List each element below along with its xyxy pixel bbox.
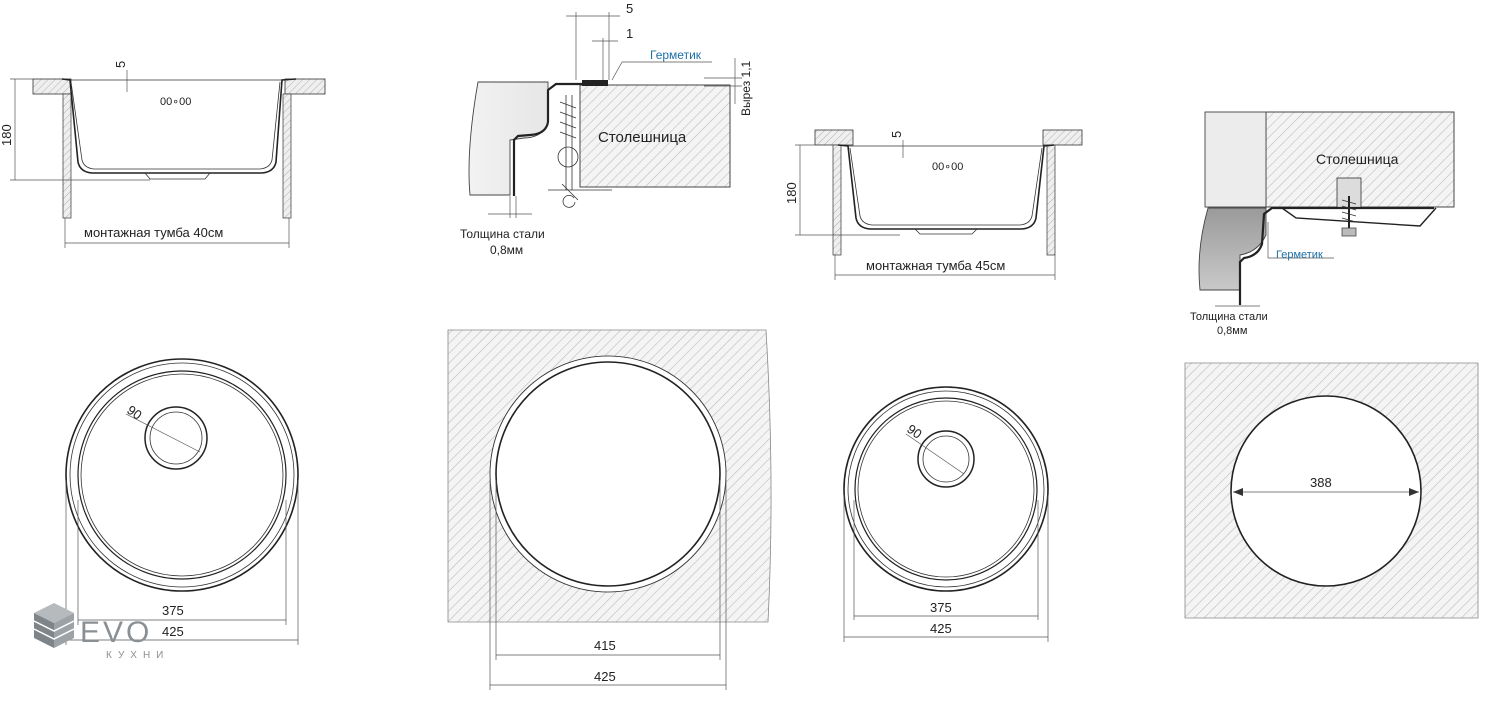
cutout-view-2: 388 — [1184, 362, 1479, 619]
depth-label: 180 — [0, 124, 14, 146]
drain-outer — [144, 406, 208, 470]
dim5-label: 5 — [626, 1, 633, 16]
install-detail-2: Столешница Герметик Толщина стали 0,8мм — [1190, 111, 1455, 337]
countertop-block — [579, 84, 731, 188]
diameter-arrow-right — [1409, 488, 1419, 496]
inner-label: 375 — [930, 600, 952, 615]
drain-dim-line — [125, 413, 201, 453]
diameter-arrow-left — [1233, 488, 1243, 496]
countertop-side — [1204, 111, 1267, 208]
sink-bowl — [61, 78, 297, 174]
cabinet-wall-right — [1046, 144, 1056, 256]
drain-label: 90 — [904, 421, 924, 442]
outer-label: 425 — [594, 669, 616, 684]
cabinet-label: монтажная тумба 45см — [866, 258, 1005, 273]
side-view-40: 00∘00 180 5 монтажная тумба 40см — [0, 61, 326, 248]
mounting-bracket — [1281, 207, 1437, 227]
cabinet-panel — [468, 81, 549, 196]
sink-bowl-inner — [849, 147, 1043, 226]
side-view-45: 00∘00 180 5 монтажная тумба 45см — [784, 129, 1083, 280]
steel-label-2: 0,8мм — [490, 243, 523, 257]
drain-bump — [914, 228, 978, 235]
cabinet-label: монтажная тумба 40см — [84, 225, 223, 240]
inner-rim — [847, 390, 1045, 588]
drain-label: 90 — [124, 402, 144, 423]
cutout-circle — [1230, 395, 1422, 587]
cabinet-wall-left — [62, 93, 72, 219]
sealant-label: Герметик — [1276, 249, 1323, 261]
sink-edge-profile — [1238, 206, 1434, 305]
steel-label-1: Толщина стали — [460, 227, 545, 241]
drain-dim-line — [905, 433, 965, 475]
countertop-right — [284, 78, 326, 95]
cutout-outer — [489, 355, 727, 593]
mounting-clip — [548, 95, 612, 208]
countertop-left — [814, 129, 854, 146]
top-view-1: 90 375 425 — [65, 358, 299, 645]
outer-rim — [65, 358, 299, 592]
fixing-screw — [1341, 196, 1357, 237]
install-detail-1: Столешница 5 1 Герметик Вырез 1,1 Толщин… — [460, 1, 753, 257]
steel-label-1: Толщина стали — [1190, 311, 1268, 323]
rim-label: 5 — [889, 131, 904, 138]
inner-label: 375 — [162, 603, 184, 618]
depth-label: 180 — [784, 182, 799, 204]
drain-bump — [144, 172, 211, 180]
dim1-label: 1 — [626, 26, 633, 41]
countertop-label: Столешница — [598, 129, 687, 146]
outer-label: 425 — [162, 624, 184, 639]
outer-rim — [843, 386, 1049, 592]
cabinet-wall-left — [832, 144, 842, 256]
drain-outer — [917, 430, 975, 488]
diameter-label: 388 — [1310, 475, 1332, 490]
top-view-2: 90 375 425 — [843, 386, 1049, 642]
drain-inner — [149, 411, 203, 465]
cabinet-panel — [1198, 207, 1267, 291]
logo-subtitle: КУХНИ — [106, 650, 169, 661]
countertop-right — [1042, 129, 1083, 146]
inner-rim — [69, 362, 295, 588]
cabinet-wall-right — [282, 93, 292, 219]
bowl-edge — [77, 370, 287, 580]
overflow-mark: 00∘00 — [932, 161, 963, 173]
steel-label-2: 0,8мм — [1217, 325, 1247, 337]
sink-edge-profile — [512, 82, 606, 196]
bowl-edge — [854, 397, 1038, 581]
sink-bowl-inner — [70, 81, 281, 170]
bowl-inner — [857, 400, 1035, 578]
sink-bowl — [837, 144, 1055, 230]
bowl-inner — [80, 373, 284, 577]
brand-logo: EVO КУХНИ — [33, 603, 169, 661]
cutout-label: Вырез 1,1 — [739, 60, 753, 116]
countertop-hatch — [1184, 362, 1479, 619]
countertop-label: Столешница — [1316, 151, 1399, 167]
sealant-leader — [611, 61, 623, 81]
logo-brand: EVO — [80, 616, 152, 649]
overflow-mark: 00∘00 — [160, 96, 191, 108]
drain-inner — [922, 435, 970, 483]
sink-flange — [582, 80, 608, 86]
cutout-inner — [495, 361, 721, 587]
countertop-left — [32, 78, 72, 95]
logo-cube-icon — [33, 603, 75, 648]
sealant-label: Герметик — [650, 48, 702, 62]
outer-label: 425 — [930, 621, 952, 636]
inner-label: 415 — [594, 638, 616, 653]
rim-label: 5 — [113, 61, 128, 68]
cutout-view-1: 415 425 — [447, 329, 772, 690]
